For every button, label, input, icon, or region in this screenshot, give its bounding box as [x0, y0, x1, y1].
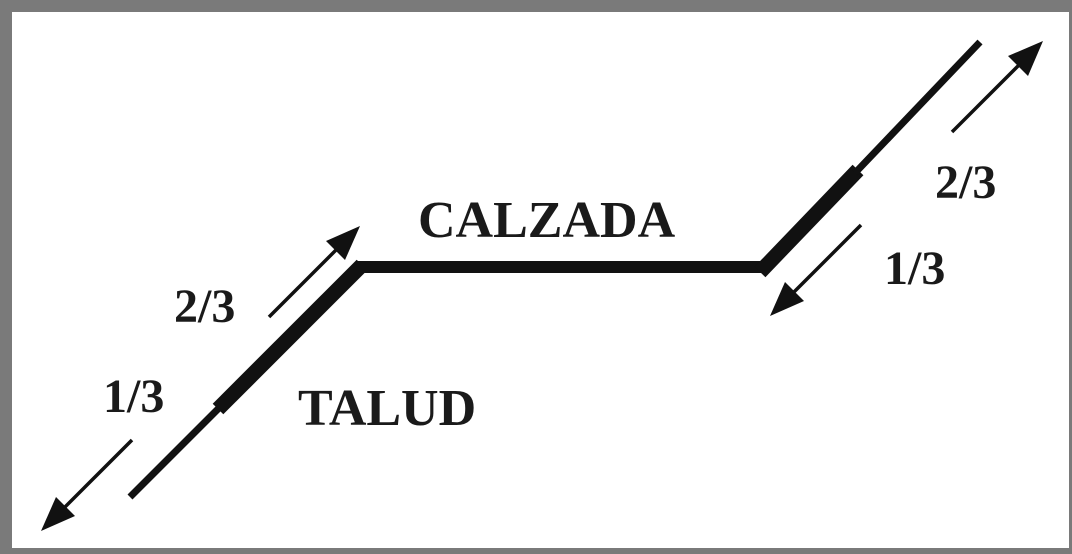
arrow-right-down	[770, 223, 863, 316]
right-lower-fraction-label: 1/3	[884, 242, 945, 295]
right-slope-upper-segment	[852, 39, 983, 176]
arrow-left-down	[41, 438, 134, 531]
arrow-right-up	[950, 41, 1043, 134]
slope-label: TALUD	[298, 380, 476, 437]
left-lower-fraction-label: 1/3	[103, 370, 164, 423]
left-upper-fraction-label: 2/3	[174, 280, 235, 333]
right-slope-lower-segment	[754, 164, 864, 278]
right-upper-fraction-label: 2/3	[935, 156, 996, 209]
arrow-left-up	[267, 226, 360, 319]
road-label: CALZADA	[418, 192, 676, 249]
left-slope-upper-segment	[212, 259, 368, 415]
left-slope-lower-segment	[127, 404, 223, 500]
